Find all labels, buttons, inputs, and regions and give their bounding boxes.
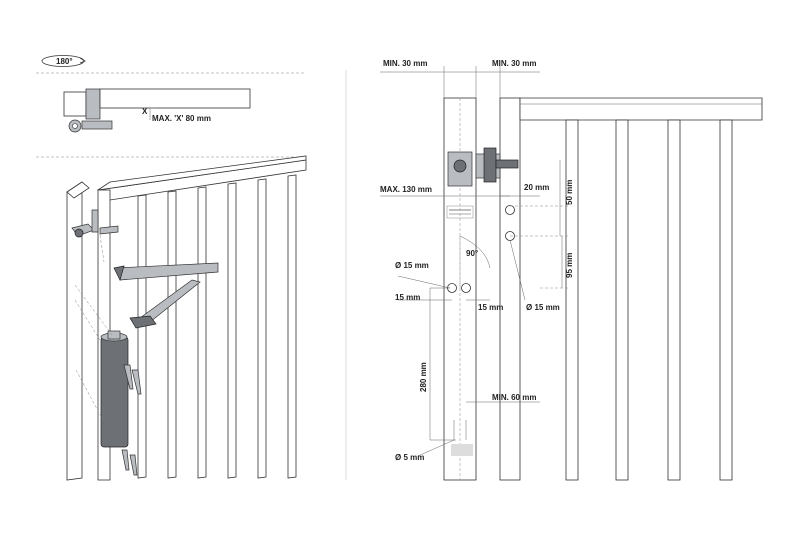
screw-2 (131, 369, 142, 395)
dim-280: 280 mm (419, 362, 428, 392)
hinge-nut (483, 147, 497, 183)
gate-top-rail-elevation (519, 97, 763, 121)
screw-4 (129, 454, 138, 476)
arrow-head-icon (79, 57, 86, 64)
dim-min-60: MIN. 60 mm (492, 393, 536, 402)
x-marker: X (142, 107, 148, 116)
dim-dia5: Ø 5 mm (395, 453, 424, 462)
rotation-label: 180° (56, 57, 73, 66)
rotation-badge: 180° (41, 55, 86, 67)
screw-3 (121, 449, 130, 471)
screw-1 (123, 364, 134, 390)
post-top-view (63, 91, 87, 117)
dim-angle-90: 90° (466, 249, 478, 258)
dim-20: 20 mm (524, 183, 549, 192)
hinge-plate (447, 151, 473, 187)
gate-pickets (137, 174, 297, 479)
hole-upper (505, 205, 515, 215)
max-x-label: MAX. 'X' 80 mm (152, 114, 211, 123)
dimension-lines (380, 66, 570, 457)
dim-50: 50 mm (565, 180, 574, 205)
hinge-bolt (81, 120, 113, 130)
gate-rail-top-view (99, 88, 251, 109)
dim-dia15-b: Ø 15 mm (526, 303, 560, 312)
dim-15-left: 15 mm (395, 293, 420, 302)
front-elevation: MIN. 30 mm MIN. 30 mm MAX. 130 mm 20 mm … (380, 59, 763, 481)
dim-dia15-a: Ø 15 mm (395, 261, 429, 270)
top-view-detail: X MAX. 'X' 80 mm (63, 88, 251, 133)
dim-15-right: 15 mm (478, 303, 503, 312)
perspective-gate (66, 155, 307, 481)
closer-cylinder (100, 336, 129, 448)
gate-stile-elevation (499, 97, 521, 481)
dim-min-30-right: MIN. 30 mm (492, 59, 536, 68)
hinge-body (85, 88, 101, 120)
hole-post-right (461, 283, 471, 293)
dim-95: 95 mm (565, 253, 574, 278)
hinge-bolt-perspective (99, 225, 119, 235)
dim-max-130: MAX. 130 mm (380, 185, 432, 194)
elevation-pickets (565, 119, 733, 481)
dim-min-30-left: MIN. 30 mm (383, 59, 427, 68)
